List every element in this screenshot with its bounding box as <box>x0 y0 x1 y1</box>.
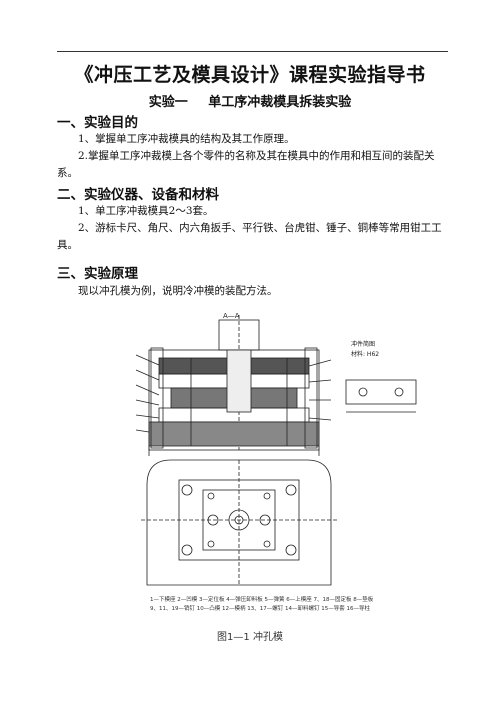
paragraph-equipment-2: 2、游标卡尺、角尺、内六角扳手、平行铁、台虎钳、锤子、铜棒等常用钳工工具。 <box>57 222 442 251</box>
section-heading-principle: 三、实验原理 <box>57 266 138 282</box>
legend-line-2: 9、11、19—销钉 10—凸模 12—模柄 13、17—螺钉 14—卸料螺钉 … <box>150 606 370 612</box>
section-heading-equipment: 二、实验仪器、设备和材料 <box>57 187 219 203</box>
paragraph-principle-1: 现以冲孔模为例，说明冷冲模的装配方法。 <box>78 285 278 297</box>
part-material: 材料: H62 <box>351 350 379 358</box>
paragraph-purpose-1: 1、掌握单工序冲裁模具的结构及其工作原理。 <box>78 133 295 145</box>
experiment-title: 实验一 单工序冲裁模具拆装实验 <box>0 91 500 110</box>
punching-die-drawing: A—A 冲件简图 材料: H62 <box>135 312 417 586</box>
paragraph-equipment-1: 1、单工序冲裁模具2～3套。 <box>78 205 214 217</box>
figure-caption: 图1—1 冲孔模 <box>217 632 283 643</box>
experiment-name: 单工序冲裁模具拆装实验 <box>208 95 352 110</box>
section-label: A—A <box>223 312 240 320</box>
document-title: 《冲压工艺及模具设计》课程实验指导书 <box>74 64 426 86</box>
legend-line-1: 1—下模座 2—凹模 3—定位板 4—弹压卸料板 5—弹簧 6—上模座 7、18… <box>150 597 374 603</box>
header-rule <box>57 51 448 52</box>
experiment-number: 实验一 <box>148 95 188 110</box>
paragraph-purpose-2: 2.掌握单工序冲裁模上各个零件的名称及其在模具中的作用和相互间的装配关系。 <box>57 150 435 179</box>
section-heading-purpose: 一、实验目的 <box>57 115 138 131</box>
figure-legend: 1—下模座 2—凹模 3—定位板 4—弹压卸料板 5—弹簧 6—上模座 7、18… <box>150 596 440 614</box>
part-drawing-title: 冲件简图 <box>351 340 375 348</box>
